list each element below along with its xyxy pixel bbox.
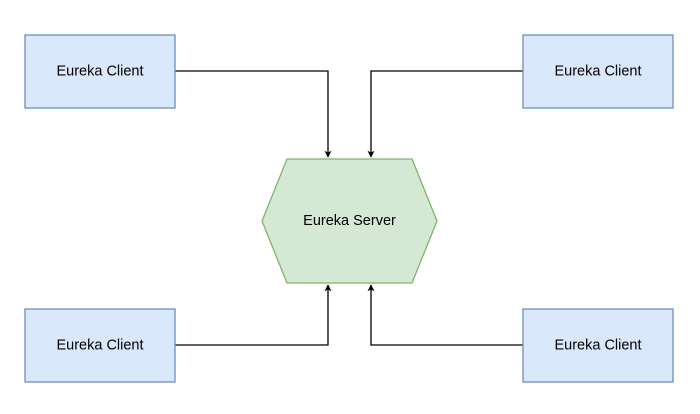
client-box xyxy=(24,34,176,109)
eureka-client-node-bottom-left: Eureka Client xyxy=(24,308,176,383)
client-box xyxy=(522,308,674,383)
server-label: Eureka Server xyxy=(303,213,396,229)
client-label: Eureka Client xyxy=(56,64,143,80)
connector-top-left xyxy=(175,70,332,158)
client-box xyxy=(24,308,176,383)
client-label: Eureka Client xyxy=(56,338,143,354)
client-box xyxy=(522,34,674,109)
eureka-client-node-top-right: Eureka Client xyxy=(522,34,674,109)
connector-bottom-right xyxy=(367,284,523,346)
server-hexagon-shape xyxy=(261,158,438,284)
eureka-client-node-bottom-right: Eureka Client xyxy=(522,308,674,383)
client-label: Eureka Client xyxy=(554,338,641,354)
eureka-server-node: Eureka Server xyxy=(261,158,438,284)
client-label: Eureka Client xyxy=(554,64,641,80)
eureka-client-node-top-left: Eureka Client xyxy=(24,34,176,109)
connector-top-right xyxy=(367,70,523,158)
connector-bottom-left xyxy=(175,284,332,346)
